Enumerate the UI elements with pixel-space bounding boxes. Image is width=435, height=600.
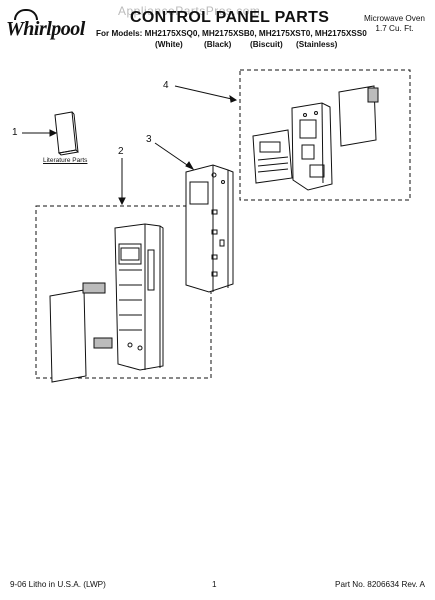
models-line: For Models: MH2175XSQ0, MH2175XSB0, MH21…: [96, 29, 367, 38]
callout-3: 3: [146, 134, 152, 145]
logo-swoosh-icon: [14, 9, 38, 20]
literature-booklet: [54, 111, 80, 156]
page-title: CONTROL PANEL PARTS: [130, 9, 330, 26]
leader-3: [154, 142, 191, 168]
group-box-4: [239, 69, 411, 201]
arrow-2-icon: [118, 197, 126, 206]
arrow-1-icon: [49, 129, 58, 137]
control-panel-assembly: [114, 223, 164, 371]
footer-litho: 9-06 Litho in U.S.A. (LWP): [10, 580, 106, 589]
back-cover-plate: [338, 85, 379, 147]
electronic-control-board: [252, 129, 293, 184]
literature-parts-label: Literature Parts: [43, 157, 88, 164]
control-panel-frame: [185, 164, 234, 293]
callout-1: 1: [12, 127, 18, 138]
part-number: Part No. 8206634 Rev. A: [335, 580, 425, 589]
page-number: 1: [212, 580, 217, 589]
display-lens: [82, 282, 106, 294]
callout-4: 4: [163, 80, 169, 91]
small-label: [93, 337, 113, 349]
arrow-4-icon: [229, 94, 238, 103]
model-color: (Stainless): [296, 40, 338, 49]
control-board-bracket: [291, 102, 333, 191]
capacity: 1.7 Cu. Ft.: [375, 24, 414, 33]
watermark: AppliancePartsPros.com: [118, 4, 261, 18]
appliance-type: Microwave Oven: [364, 14, 425, 23]
leader-4: [174, 85, 237, 101]
group-box-2: [35, 205, 212, 379]
callout-2: 2: [118, 146, 124, 157]
model-color: (Black): [204, 40, 232, 49]
arrow-3-icon: [185, 161, 195, 171]
membrane-overlay: [49, 289, 87, 383]
appliance-info: Microwave Oven 1.7 Cu. Ft.: [364, 14, 425, 34]
model-color: (Biscuit): [250, 40, 283, 49]
whirlpool-logo: Whirlpool: [6, 9, 85, 41]
brand-name: Whirlpool: [6, 18, 85, 40]
model-color: (White): [155, 40, 183, 49]
